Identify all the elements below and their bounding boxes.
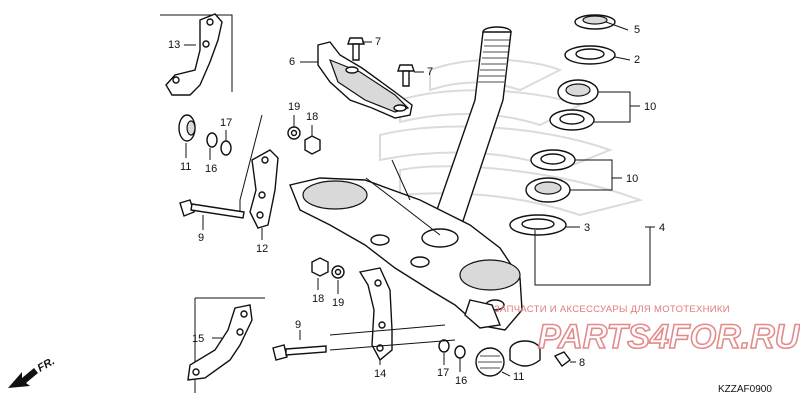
watermark-tagline: ЗАПЧАСТИ И АКСЕССУАРЫ ДЛЯ МОТОТЕХНИКИ [494, 304, 730, 315]
part-5-nut [574, 14, 616, 30]
callout-5: 5 [634, 24, 640, 36]
callout-16b: 16 [455, 375, 467, 387]
diagram-code: KZZAF0900 [718, 384, 772, 395]
front-arrow-icon [8, 368, 38, 388]
part-10-lower-bearing [525, 149, 576, 203]
part-7-bolt-b [397, 64, 415, 87]
callout-18a: 18 [306, 111, 318, 123]
honda-wing-watermark [379, 58, 644, 217]
callout-4: 4 [659, 222, 665, 234]
leader-lines [184, 21, 655, 377]
part-16-washer-upper [206, 132, 218, 148]
part-10-upper-bearing [549, 79, 599, 131]
callout-13: 13 [168, 39, 180, 51]
part-19-washer-lower [331, 265, 345, 279]
part-15-bracket [187, 304, 253, 381]
callout-15: 15 [192, 333, 204, 345]
inset-box-13 [160, 14, 233, 92]
part-11-cap-lower [475, 347, 505, 377]
part-17-washer-upper [220, 140, 232, 156]
part-3-dust-seal [509, 214, 567, 236]
callout-6: 6 [289, 56, 295, 68]
part-8-bolt [553, 351, 571, 367]
part-17-washer-lower [438, 339, 450, 353]
callout-3: 3 [584, 222, 590, 234]
callout-9b: 9 [295, 319, 301, 331]
callout-11a: 11 [180, 161, 191, 173]
callout-7b: 7 [427, 66, 433, 78]
part-18-nut-top [304, 135, 321, 155]
part-11-cap-upper [178, 114, 196, 142]
part-16-washer-lower [454, 345, 466, 359]
lower-triple-clamp [289, 177, 523, 331]
callout-14: 14 [374, 368, 386, 380]
part-12-bracket [249, 149, 279, 229]
part-13-bracket [165, 13, 223, 96]
callout-19b: 19 [332, 297, 344, 309]
part-7-bolt-a [347, 37, 365, 61]
part-2-washer [564, 45, 616, 65]
part-lower-collar [509, 340, 541, 367]
callout-17b: 17 [437, 367, 449, 379]
part-9-bolt-upper [179, 199, 245, 219]
callout-10a: 10 [644, 101, 656, 113]
callout-8: 8 [579, 357, 585, 369]
part-19-washer-top [287, 126, 301, 140]
part-6-top-plate [317, 41, 413, 119]
callout-2: 2 [634, 54, 640, 66]
callout-18b: 18 [312, 293, 324, 305]
callout-19a: 19 [288, 101, 300, 113]
callout-17a: 17 [220, 117, 232, 129]
front-indicator-label: FR. [36, 355, 57, 374]
callout-labels: 13 6 7 7 5 2 10 19 18 17 11 16 10 4 3 9 … [168, 24, 665, 387]
callout-9a: 9 [198, 232, 204, 244]
callout-12: 12 [256, 243, 268, 255]
callout-16a: 16 [205, 163, 217, 175]
callout-10b: 10 [626, 173, 638, 185]
steering-stem-shaft [429, 26, 512, 231]
watermark-brand: PARTS4FOR.RU [538, 318, 800, 356]
callout-11b: 11 [513, 371, 524, 383]
part-18-nut-lower [311, 257, 329, 277]
part-9-bolt-lower [272, 344, 327, 361]
callout-7a: 7 [375, 36, 381, 48]
